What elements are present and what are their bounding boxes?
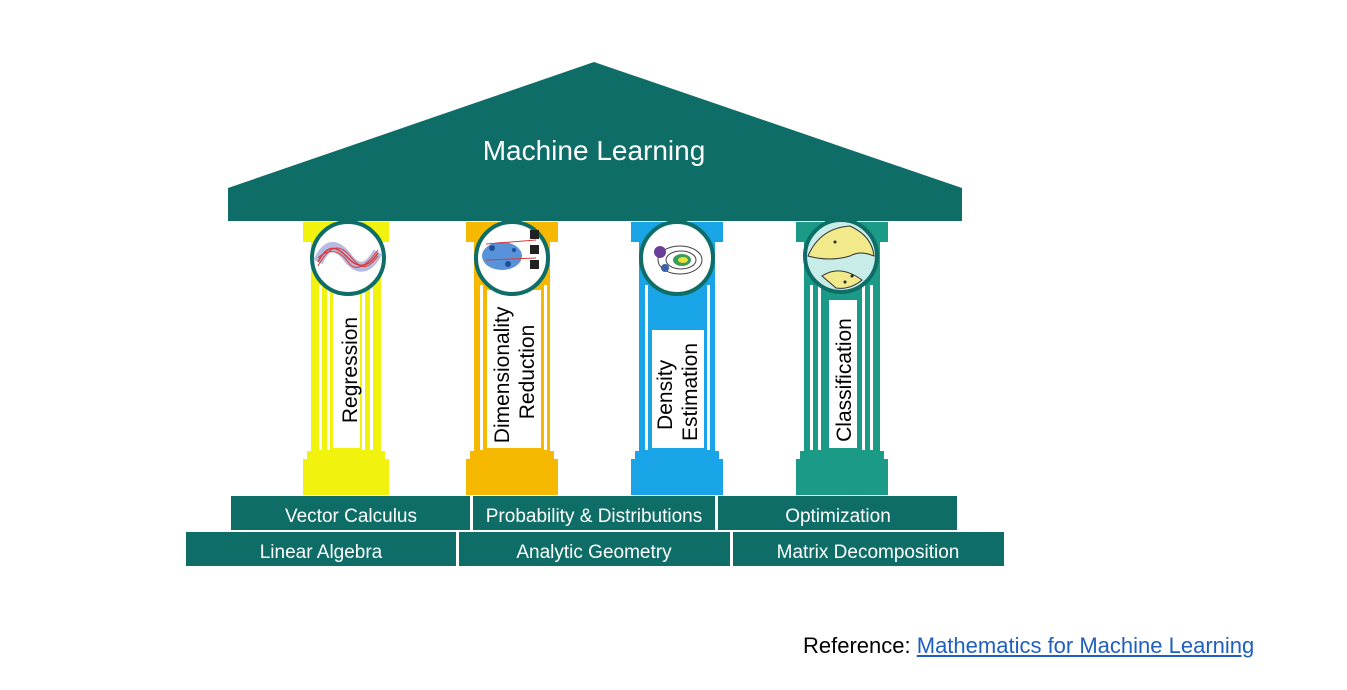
classification-regions-icon [803,218,879,294]
foundation-slab-vector-calculus [231,496,470,530]
pillar-base-ring [800,451,884,461]
roof-title: Machine Learning [483,135,706,166]
reference-line: Reference: Mathematics for Machine Learn… [803,633,1254,659]
pillar-label-regression: Regression [339,317,362,423]
dimensionality-scatter-icon [474,220,550,296]
pillar-label-classification: Classification [833,318,856,442]
pillar-label-density-estimation: Density Estimation [654,343,702,441]
pillar-classification: Classification [796,218,888,495]
pillar-label-bg [829,300,857,448]
pillar-flutes [480,285,547,450]
pillar-label-bg [487,290,541,448]
pillar-base [466,459,558,495]
foundation-label-linear-algebra: Linear Algebra [260,542,383,563]
pillar-base [796,459,888,495]
pillar-label-dimensionality-reduction: Dimensionality Reduction [491,301,539,443]
foundation-slab-probability-distributions [473,496,715,530]
foundation-label-analytic-geometry: Analytic Geometry [516,542,672,563]
foundation-slab-optimization [718,496,957,530]
foundation-lower-row: Linear Algebra Analytic Geometry Matrix … [186,532,1004,566]
foundation-label-vector-calculus: Vector Calculus [285,506,417,527]
roof: Machine Learning [228,62,962,221]
pillar-density-estimation: Density Estimation [631,220,723,495]
pillar-base-ring [470,451,554,461]
pillar-base [631,459,723,495]
pillar-base-ring [635,451,719,461]
roof-shape [228,62,962,221]
foundation-label-probability-distributions: Probability & Distributions [486,506,702,527]
foundation-upper-row: Vector Calculus Probability & Distributi… [231,496,957,530]
pillar-dimensionality-reduction: Dimensionality Reduction [466,220,558,495]
pillar-regression: Regression [303,220,389,495]
foundation-slab-analytic-geometry [459,532,730,566]
regression-curves-icon [310,220,386,296]
pillar-flutes [319,285,373,450]
pillar-base-ring [307,451,385,461]
foundation-slab-linear-algebra [186,532,456,566]
reference-link[interactable]: Mathematics for Machine Learning [916,633,1255,658]
foundation-slab-matrix-decomposition [733,532,1004,566]
pillar-label-bg [652,330,704,448]
density-contour-icon [639,220,715,296]
pillar-label-bg [333,290,360,448]
reference-prefix: Reference: [803,633,911,658]
foundation-label-matrix-decomposition: Matrix Decomposition [777,542,960,563]
pillar-base [303,459,389,495]
foundation-label-optimization: Optimization [785,506,891,527]
pillar-flutes [645,285,710,450]
pillar-flutes [810,285,873,450]
